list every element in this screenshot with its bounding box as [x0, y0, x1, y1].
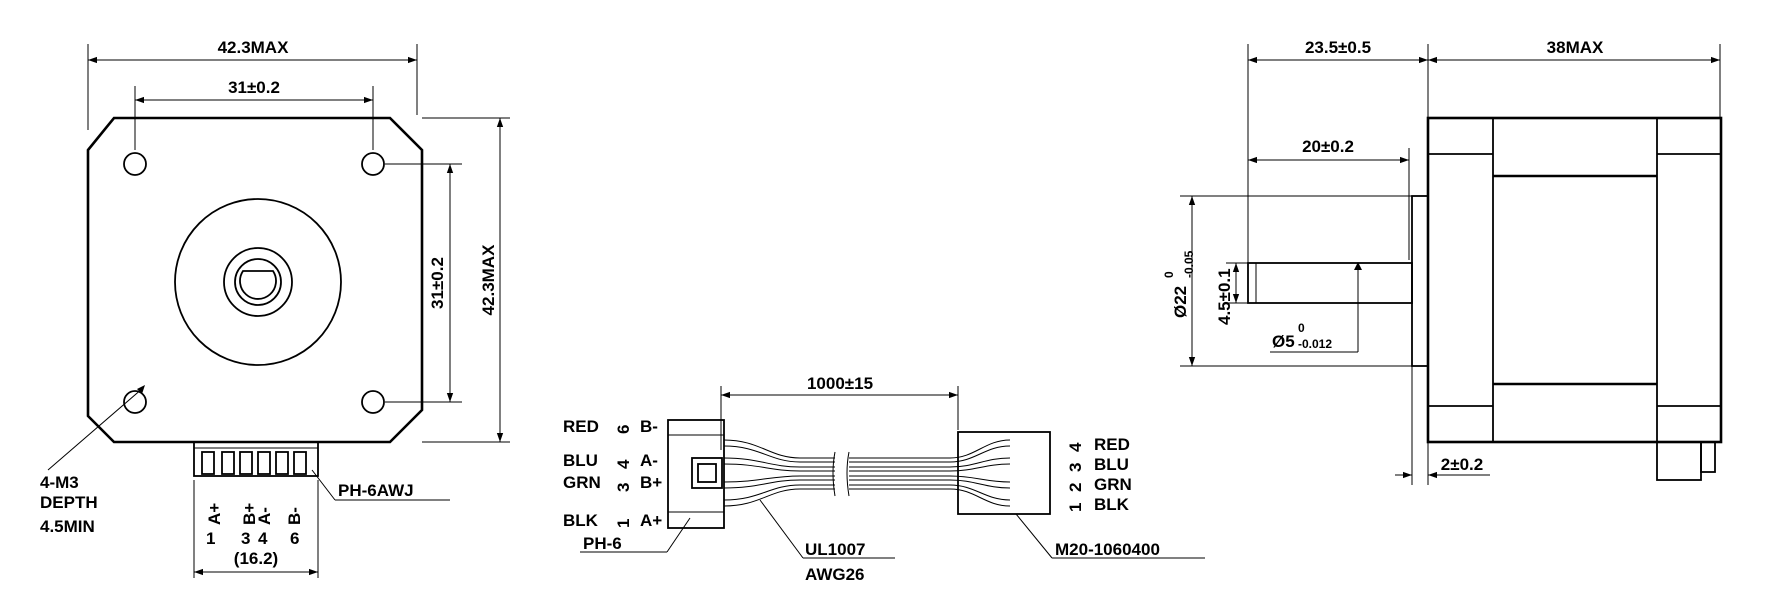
- shaft-outline: [1247, 262, 1413, 304]
- left-wire-pin-4: 1: [614, 519, 633, 528]
- left-wire-pin-1: 6: [614, 425, 633, 434]
- cable-view: 1000±15 RED 6 B- BLU 4 A- GRN: [563, 374, 1205, 584]
- right-wire-color-3: GRN: [1094, 475, 1132, 494]
- left-wire-color-3: GRN: [563, 473, 601, 492]
- dim-hole-spacing-h: 31±0.2: [228, 78, 280, 97]
- motor-connector: [193, 441, 319, 477]
- boss-outline: [1411, 195, 1429, 367]
- left-wire-signal-2: A-: [640, 451, 658, 470]
- dim-hole-spacing-v: 31±0.2: [428, 257, 447, 309]
- dim-shaft-length: 20±0.2: [1302, 137, 1354, 156]
- dim-height-max: 42.3MAX: [479, 244, 498, 316]
- left-connector-label: PH-6: [583, 534, 622, 553]
- left-wire-pin-2: 4: [614, 459, 633, 469]
- right-wire-color-1: RED: [1094, 435, 1130, 454]
- right-wire-color-2: BLU: [1094, 455, 1129, 474]
- pin-number-3: 3: [241, 529, 250, 548]
- cable-wires: [723, 439, 1011, 507]
- mount-note-leader: [47, 387, 144, 471]
- motor-face-outline: [86, 116, 424, 444]
- left-wire-color-4: BLK: [563, 511, 599, 530]
- pin-number-6: 6: [290, 529, 299, 548]
- shaft-outer-circle: [223, 247, 293, 317]
- motor-body-outline: [1426, 116, 1723, 444]
- wire-spec-leader: [759, 499, 804, 559]
- shaft-circle: [234, 258, 282, 306]
- mount-hole-tr: [361, 152, 385, 176]
- left-connector-housing: [667, 419, 725, 529]
- dim-flat: 4.5±0.1: [1215, 268, 1234, 325]
- left-wire-pin-3: 3: [614, 483, 633, 492]
- dim-width-max: 42.3MAX: [218, 38, 290, 57]
- dim-shaft-tol-upper: 0: [1298, 321, 1305, 335]
- right-wire-pin-2: 3: [1066, 463, 1085, 472]
- connector-width-dim: (16.2): [234, 549, 278, 568]
- right-wire-pin-1: 4: [1066, 442, 1085, 452]
- pin-signal-4: A-: [255, 507, 274, 525]
- pin-number-1: 1: [206, 529, 215, 548]
- wire-spec-line1: UL1007: [805, 540, 865, 559]
- dim-shaft-diameter: Ø5: [1272, 332, 1295, 351]
- wire-spec-line2: AWG26: [805, 565, 865, 584]
- pin-signal-1: A+: [205, 503, 224, 525]
- rear-connector: [1656, 441, 1702, 481]
- cable-break-gap: [835, 450, 849, 496]
- pin-number-4: 4: [258, 529, 268, 548]
- left-connector-leader: [666, 517, 691, 553]
- left-wire-signal-1: B-: [640, 417, 658, 436]
- dim-cable-length: 1000±15: [807, 374, 873, 393]
- right-wire-pin-3: 2: [1066, 483, 1085, 492]
- side-view: 23.5±0.5 38MAX 20±0.2 Ø22 0 -0.05: [1162, 38, 1723, 485]
- dim-shaft-total: 23.5±0.5: [1305, 38, 1371, 57]
- mount-note-arrowhead: [137, 385, 145, 394]
- pin-signal-6: B-: [285, 507, 304, 525]
- left-wire-color-1: RED: [563, 417, 599, 436]
- dim-boss-tol-lower: -0.05: [1182, 250, 1196, 278]
- mount-note-line3: 4.5MIN: [40, 517, 95, 536]
- pin-signal-3: B+: [240, 503, 259, 525]
- left-wire-signal-3: B+: [640, 473, 662, 492]
- mount-hole-br: [361, 390, 385, 414]
- right-connector-housing: [957, 431, 1051, 515]
- mount-hole-bl: [123, 390, 147, 414]
- dim-shaft-tol-lower: -0.012: [1298, 337, 1332, 351]
- dim-boss-tol-upper: 0: [1162, 271, 1176, 278]
- dim-body-length: 38MAX: [1547, 38, 1604, 57]
- left-wire-signal-4: A+: [640, 511, 662, 530]
- right-connector-leader: [1015, 513, 1053, 559]
- right-wire-color-4: BLK: [1094, 495, 1130, 514]
- connector-body: [193, 441, 319, 477]
- connector-label: PH-6AWJ: [338, 481, 414, 500]
- dim-boss-height: 2±0.2: [1441, 455, 1483, 474]
- mount-hole-tl: [123, 152, 147, 176]
- dim-boss-diameter: Ø22: [1171, 286, 1190, 318]
- left-wire-color-2: BLU: [563, 451, 598, 470]
- mount-note-line2: DEPTH: [40, 493, 98, 512]
- boss-circle: [174, 198, 342, 366]
- shaft-flat: [239, 270, 277, 300]
- right-wire-pin-4: 1: [1066, 503, 1085, 512]
- front-view: 42.3MAX 31±0.2 4-M3 DEPTH 4.5MIN 31±0.2: [40, 38, 510, 578]
- mount-note-line1: 4-M3: [40, 473, 79, 492]
- right-connector-label: M20-1060400: [1055, 540, 1160, 559]
- connector-leader: [311, 469, 336, 501]
